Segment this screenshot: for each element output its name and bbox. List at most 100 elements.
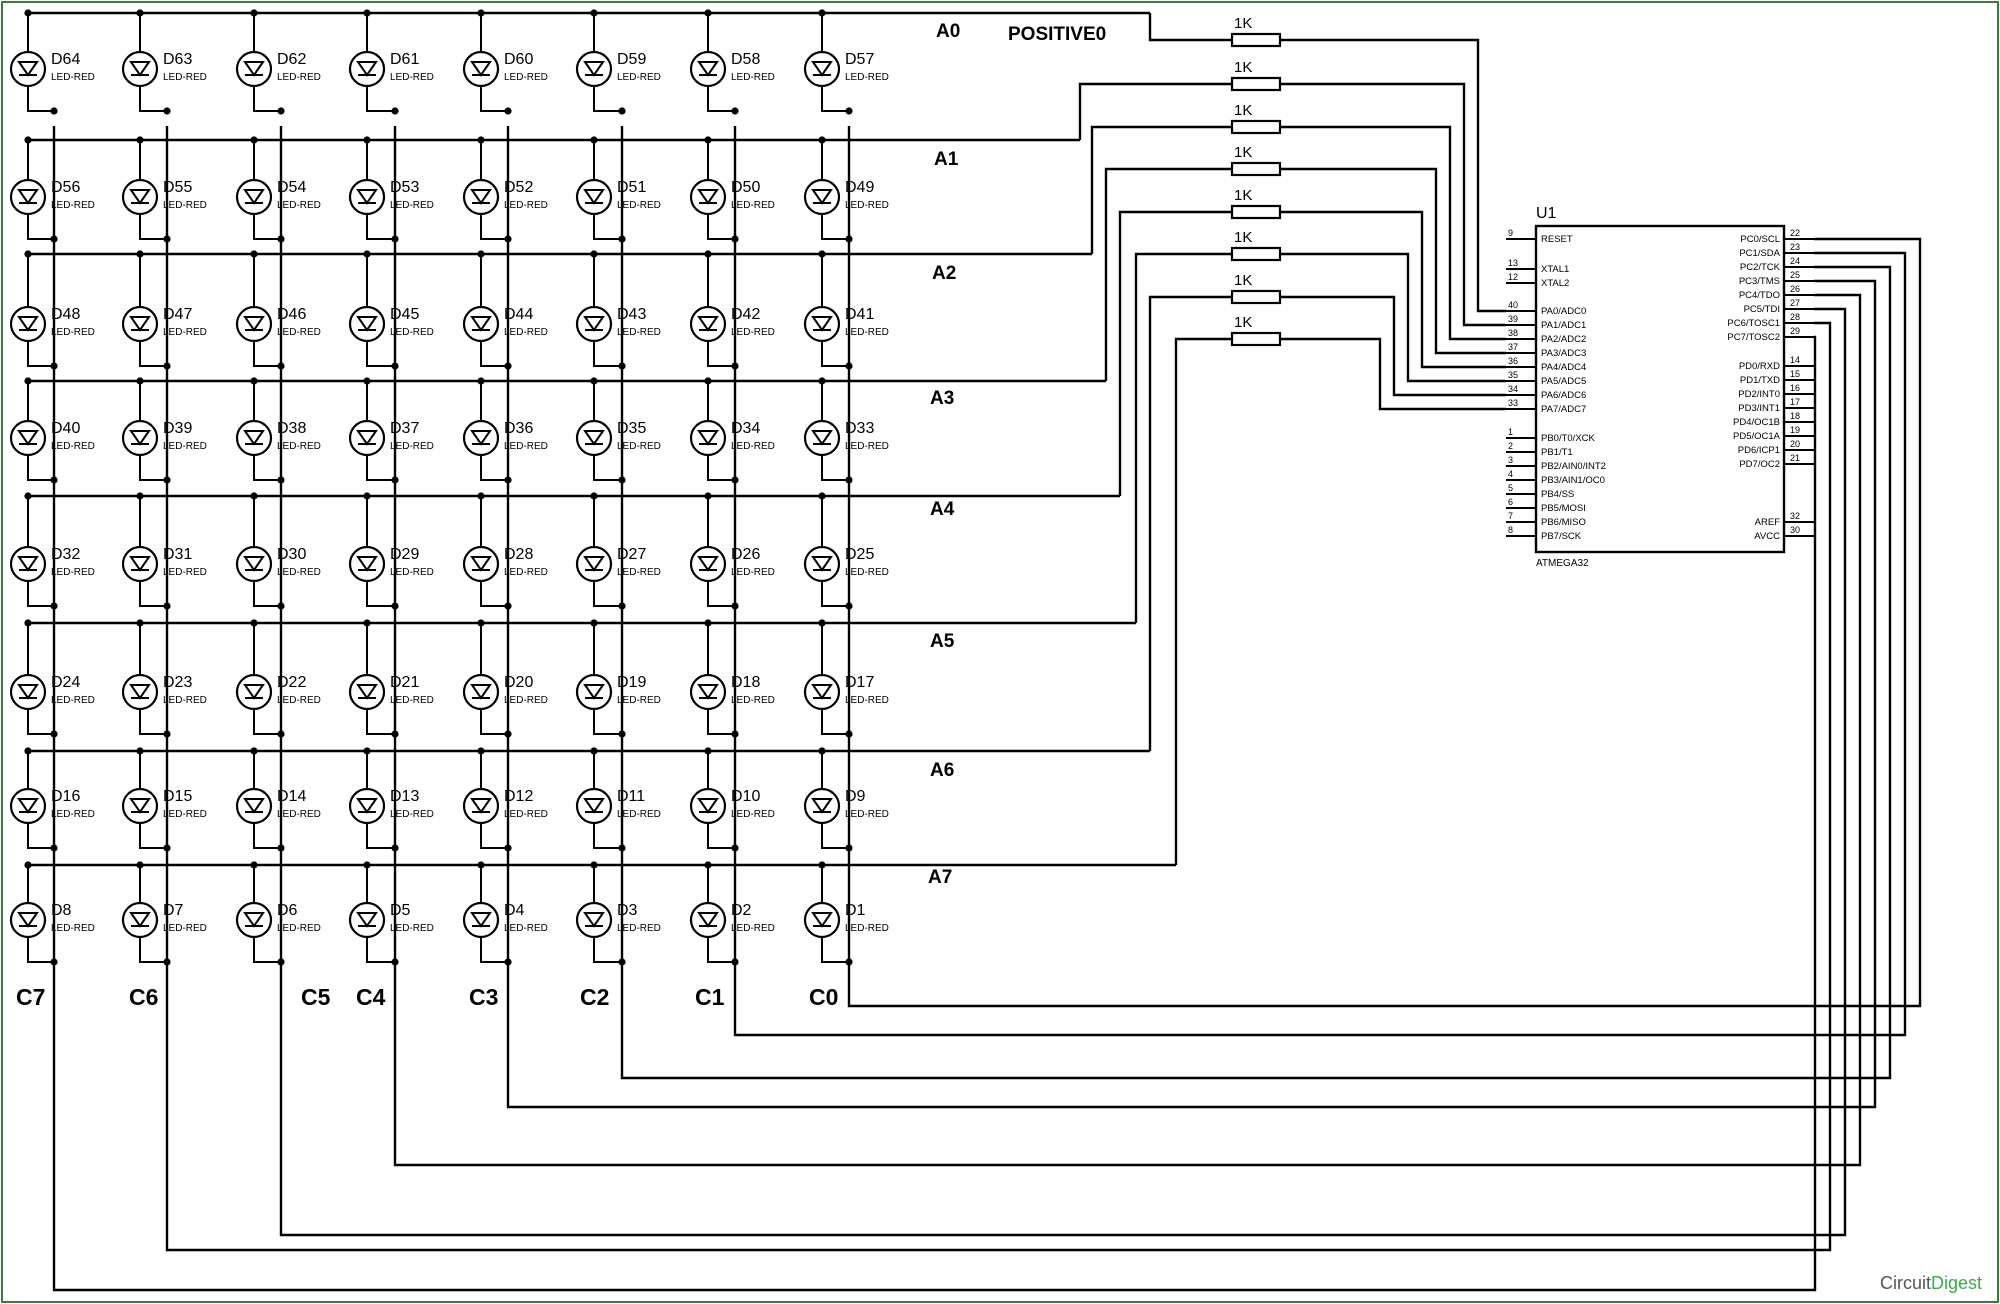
- column-to-portc-wire: [279, 307, 1847, 1237]
- mcu-pin-number: 16: [1790, 383, 1800, 393]
- resistor-to-porta-wire: [1280, 38, 1506, 313]
- column-bus-label: C0: [809, 984, 838, 1010]
- led-triangle: [243, 912, 265, 928]
- led-lead-bottom: [593, 214, 622, 240]
- junction-dot: [24, 9, 32, 17]
- junction-dot: [818, 9, 826, 17]
- led-triangle: [356, 556, 378, 572]
- led-value: LED-RED: [731, 327, 775, 338]
- junction-dot: [50, 602, 58, 610]
- led-lead-bottom: [707, 341, 735, 367]
- led-triangle: [697, 912, 719, 928]
- row-to-resistor-wire: [1148, 295, 1232, 751]
- led-label: D18: [731, 674, 760, 691]
- junction-dot: [163, 844, 171, 852]
- led-lead-bottom: [821, 709, 849, 735]
- led-lead-bottom: [139, 341, 167, 367]
- mcu-pin-name: PB7/SCK: [1541, 531, 1582, 542]
- led-triangle: [583, 798, 605, 814]
- junction-dot: [163, 235, 171, 243]
- column-to-portc-wire: [52, 335, 1817, 1292]
- led-value: LED-RED: [51, 923, 95, 934]
- mcu-pin-name: PA1/ADC1: [1541, 320, 1586, 331]
- led-value: LED-RED: [731, 695, 775, 706]
- led-value: LED-RED: [163, 809, 207, 820]
- led-label: D50: [731, 179, 760, 196]
- mcu-pin-number: 9: [1508, 228, 1513, 238]
- column-to-portc-wire: [393, 293, 1862, 1167]
- mcu-pin-number: 13: [1508, 258, 1518, 268]
- microcontroller-u1: U1ATMEGA329RESET13XTAL112XTAL240PA0/ADC0…: [1506, 205, 1814, 569]
- junction-dot: [50, 235, 58, 243]
- resistor-value: 1K: [1234, 102, 1252, 119]
- led-triangle: [811, 61, 833, 77]
- junction-dot: [391, 476, 399, 484]
- positive-label: POSITIVE0: [1008, 24, 1106, 45]
- led-triangle: [697, 556, 719, 572]
- junction-dot: [618, 362, 626, 370]
- led-value: LED-RED: [504, 327, 548, 338]
- led-triangle: [811, 189, 833, 205]
- led-lead-bottom: [480, 214, 508, 240]
- led-triangle: [17, 912, 39, 928]
- junction-dot: [163, 602, 171, 610]
- led-label: D53: [390, 179, 419, 196]
- junction-dot: [277, 844, 285, 852]
- mcu-pin-name: PC4/TDO: [1739, 290, 1780, 301]
- junction-dot: [845, 362, 853, 370]
- mcu-reference: U1: [1536, 205, 1557, 222]
- led-value: LED-RED: [845, 441, 889, 452]
- mcu-pin-name: PA0/ADC0: [1541, 306, 1586, 317]
- mcu-pin-number: 24: [1790, 256, 1800, 266]
- row-bus-label: A3: [930, 388, 954, 409]
- mcu-pin-name: PA2/ADC2: [1541, 334, 1586, 345]
- junction-dot: [163, 476, 171, 484]
- junction-dot: [163, 730, 171, 738]
- led-lead-bottom: [366, 823, 395, 849]
- led-value: LED-RED: [163, 441, 207, 452]
- led-lead-bottom: [480, 823, 508, 849]
- led-label: D24: [51, 674, 80, 691]
- led-triangle: [243, 798, 265, 814]
- resistor-to-porta-wire: [1280, 295, 1506, 397]
- led-value: LED-RED: [845, 327, 889, 338]
- led-value: LED-RED: [277, 327, 321, 338]
- led-value: LED-RED: [277, 200, 321, 211]
- led-value: LED-RED: [51, 567, 95, 578]
- mcu-pin-name: XTAL1: [1541, 264, 1569, 275]
- led-value: LED-RED: [390, 72, 434, 83]
- led-triangle: [811, 316, 833, 332]
- led-value: LED-RED: [617, 567, 661, 578]
- led-value: LED-RED: [617, 923, 661, 934]
- junction-dot: [391, 958, 399, 966]
- row-to-resistor-wire: [1174, 337, 1232, 865]
- mcu-pin-number: 27: [1790, 298, 1800, 308]
- mcu-pin-number: 21: [1790, 453, 1800, 463]
- mcu-pin-name: AREF: [1755, 517, 1781, 528]
- mcu-body: [1534, 224, 1786, 554]
- led-lead-bottom: [27, 214, 54, 240]
- led-label: D21: [390, 674, 419, 691]
- led-triangle: [811, 912, 833, 928]
- led-lead-bottom: [593, 455, 622, 481]
- junction-dot: [731, 844, 739, 852]
- led-lead-bottom: [480, 86, 508, 112]
- led-lead-bottom: [253, 455, 281, 481]
- junction-dot: [731, 235, 739, 243]
- junction-dot: [845, 476, 853, 484]
- led-label: D46: [277, 306, 306, 323]
- led-value: LED-RED: [277, 567, 321, 578]
- led-value: LED-RED: [51, 695, 95, 706]
- led-triangle: [356, 189, 378, 205]
